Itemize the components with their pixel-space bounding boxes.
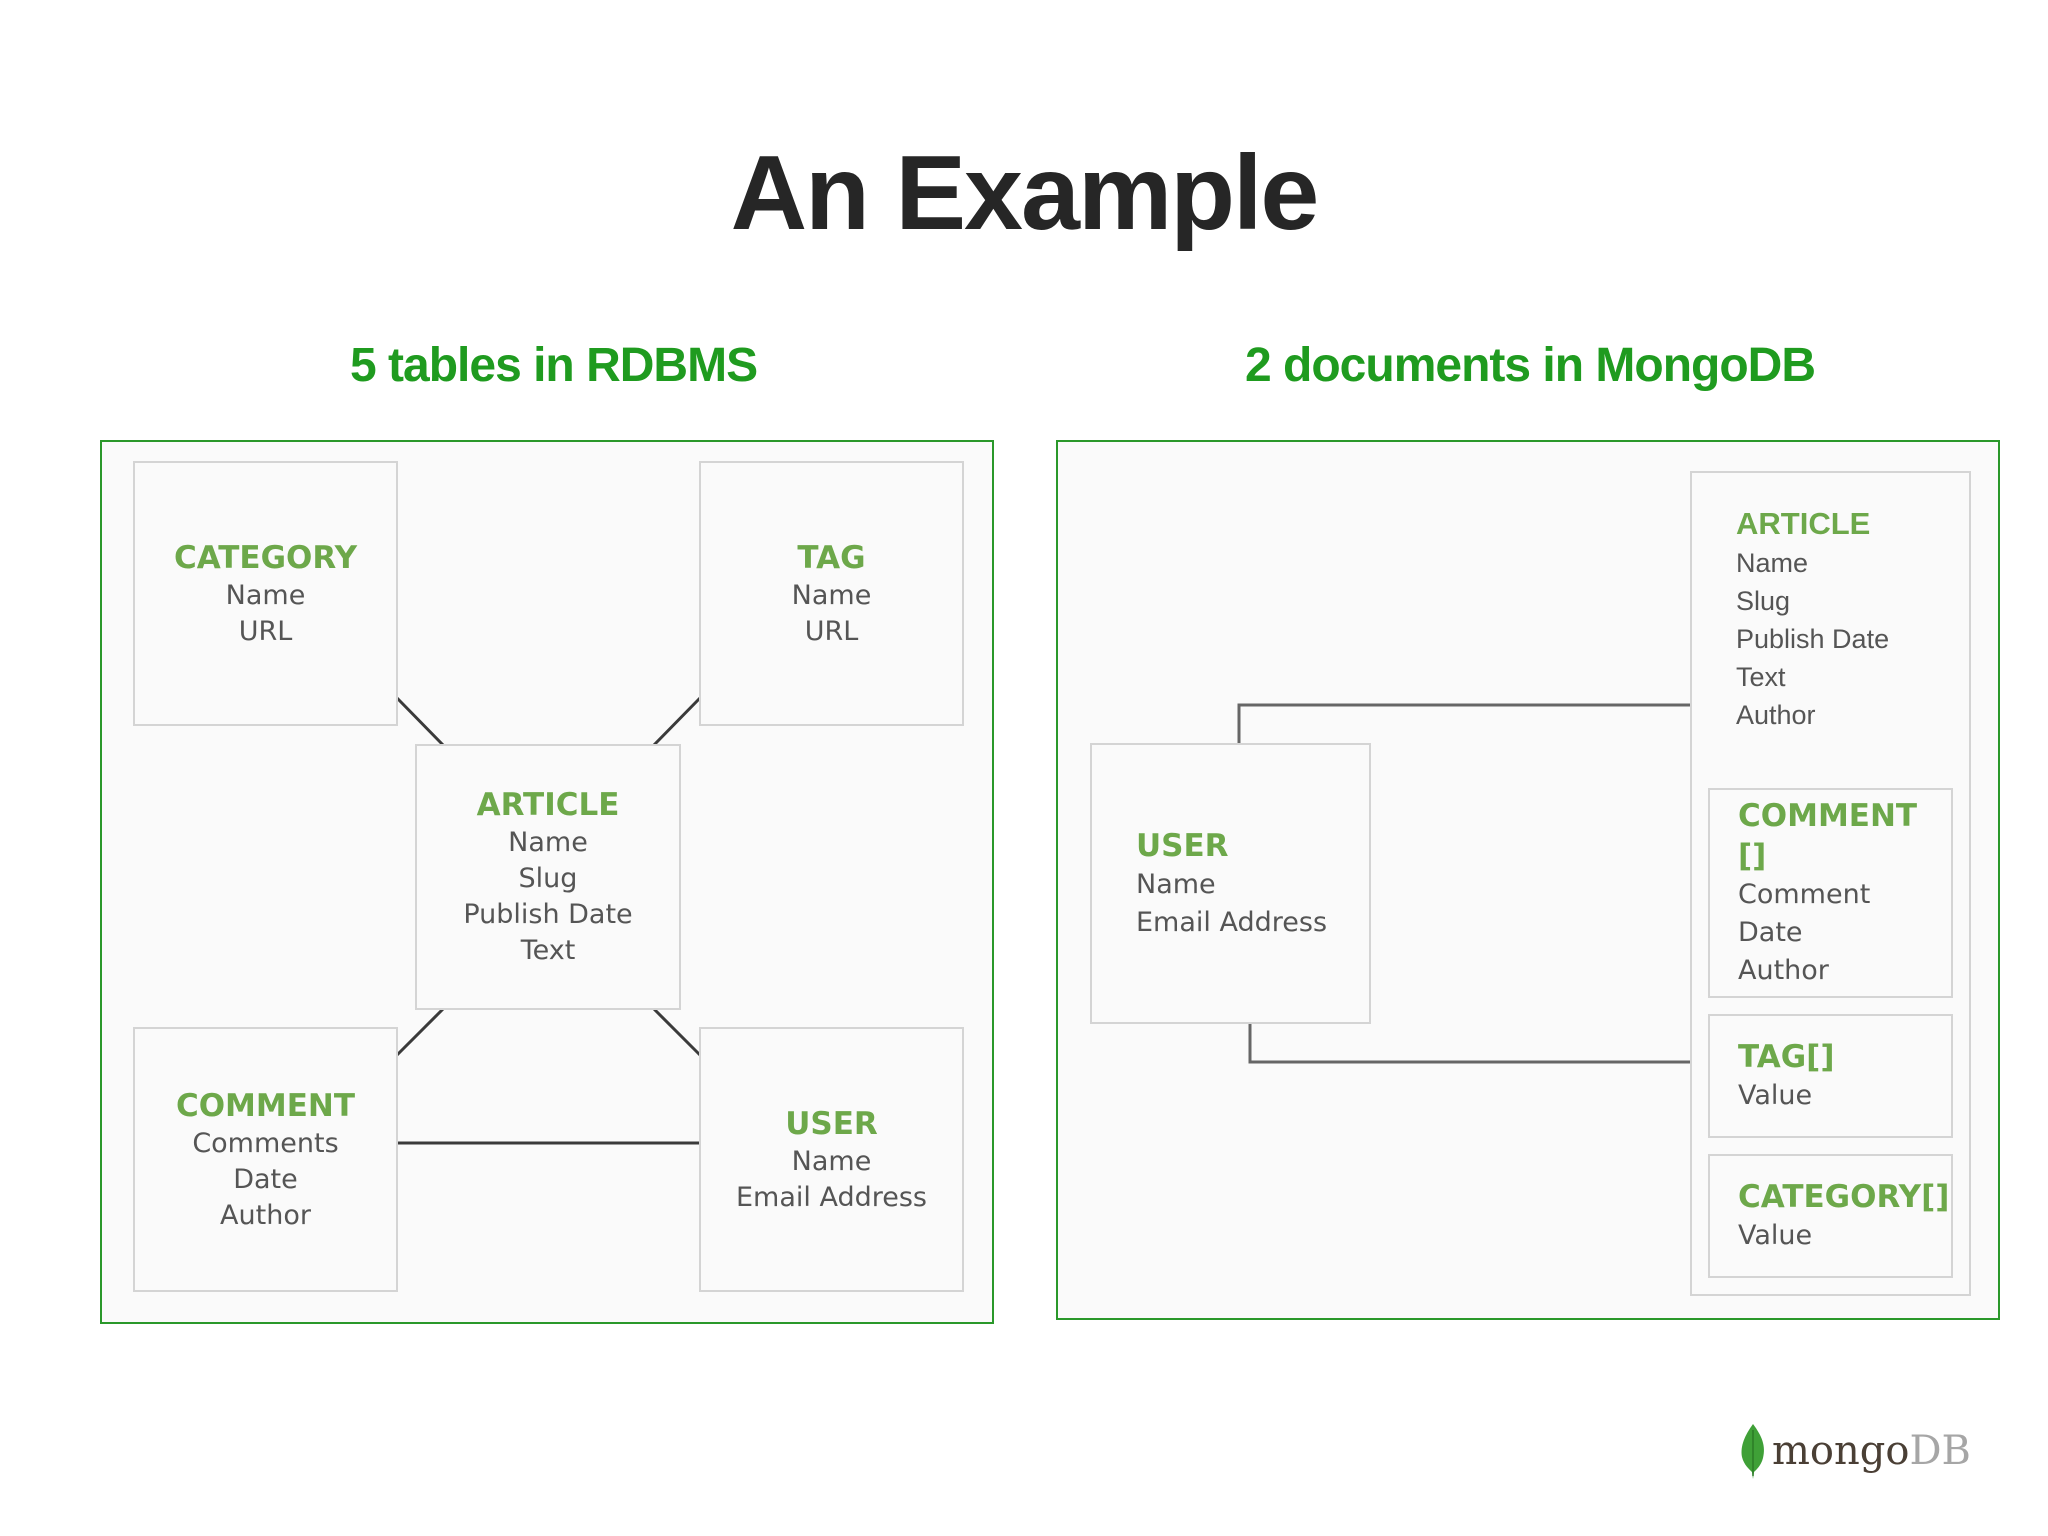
tag-table: TAG Name URL bbox=[699, 461, 964, 726]
article-document-field: Author bbox=[1736, 700, 1816, 730]
logo-text-db: DB bbox=[1909, 1428, 1971, 1474]
logo-text-mongo: mongo bbox=[1772, 1428, 1910, 1474]
article-document-field: Publish Date bbox=[1736, 624, 1890, 654]
article-comment-link bbox=[395, 1006, 446, 1057]
embedded-tag-field: Value bbox=[1738, 1080, 1813, 1111]
comment-field: Comments bbox=[192, 1127, 339, 1159]
article-document-title: ARTICLE bbox=[1736, 506, 1871, 541]
embedded-category-array: CATEGORY[] Value bbox=[1708, 1154, 1953, 1278]
embedded-comment-title: COMMENT [] bbox=[1738, 798, 1918, 874]
article-field: Slug bbox=[518, 863, 578, 894]
user-document-field: Name bbox=[1136, 868, 1216, 900]
tag-field: Name bbox=[791, 579, 872, 611]
article-document-header: ARTICLE Name Slug Publish Date Text Auth… bbox=[1736, 504, 1889, 734]
article-user-link bbox=[651, 1006, 702, 1057]
comment-table: COMMENT Comments Date Author bbox=[133, 1027, 398, 1292]
article-table-title: ARTICLE bbox=[476, 787, 620, 823]
article-field: Publish Date bbox=[463, 899, 633, 930]
article-document-field: Name bbox=[1736, 548, 1809, 578]
user-table: USER Name Email Address bbox=[699, 1027, 964, 1292]
category-table-title: CATEGORY bbox=[173, 539, 358, 576]
user-document-title: USER bbox=[1136, 827, 1229, 864]
category-field: URL bbox=[238, 615, 293, 647]
article-table: ARTICLE Name Slug Publish Date Text bbox=[415, 744, 681, 1010]
user-article-link-bottom bbox=[1248, 1024, 1692, 1064]
tag-field: URL bbox=[804, 615, 859, 647]
user-document: USER Name Email Address bbox=[1090, 743, 1371, 1024]
user-table-title: USER bbox=[785, 1105, 878, 1142]
user-document-field: Email Address bbox=[1136, 906, 1328, 938]
tag-article-link bbox=[651, 696, 702, 748]
rdbms-heading: 5 tables in RDBMS bbox=[350, 339, 758, 392]
article-document-field: Text bbox=[1736, 662, 1786, 692]
category-field: Name bbox=[225, 579, 306, 611]
user-article-link-top bbox=[1237, 703, 1692, 744]
embedded-category-title: CATEGORY[] bbox=[1738, 1179, 1950, 1215]
category-article-link bbox=[395, 696, 446, 748]
mongodb-heading: 2 documents in MongoDB bbox=[1245, 339, 1816, 392]
embedded-comment-field: Date bbox=[1738, 917, 1803, 948]
article-document-field: Slug bbox=[1736, 586, 1791, 616]
embedded-tag-title: TAG[] bbox=[1738, 1039, 1835, 1075]
tag-table-title: TAG bbox=[797, 539, 866, 576]
embedded-comment-field: Author bbox=[1738, 955, 1829, 986]
leaf-icon bbox=[1741, 1424, 1764, 1479]
comment-table-title: COMMENT bbox=[175, 1087, 356, 1124]
user-field: Email Address bbox=[735, 1181, 928, 1213]
category-table: CATEGORY Name URL bbox=[133, 461, 398, 726]
page-title: An Example bbox=[730, 134, 1320, 252]
article-field: Text bbox=[520, 935, 576, 966]
embedded-comment-field: Comment bbox=[1738, 879, 1871, 910]
comment-field: Date bbox=[233, 1163, 298, 1195]
user-field: Name bbox=[791, 1145, 872, 1177]
embedded-tag-array: TAG[] Value bbox=[1708, 1014, 1953, 1138]
article-field: Name bbox=[508, 827, 588, 858]
embedded-comment-array: COMMENT [] Comment Date Author bbox=[1708, 788, 1953, 998]
comment-field: Author bbox=[220, 1199, 311, 1231]
embedded-category-field: Value bbox=[1738, 1220, 1813, 1251]
